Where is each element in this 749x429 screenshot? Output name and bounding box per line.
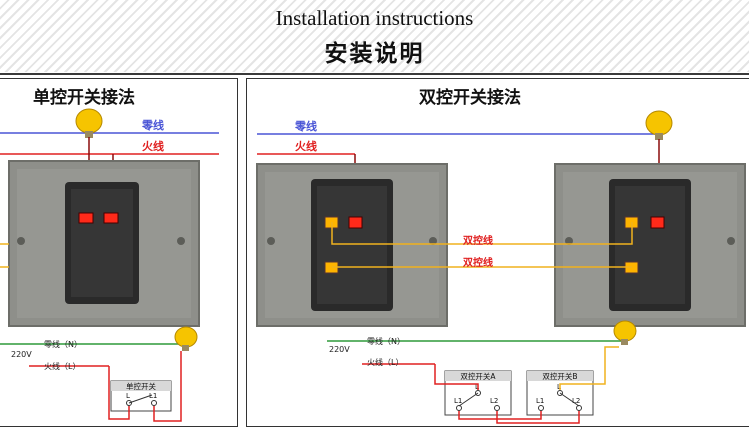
terminal-led-l1	[103, 212, 119, 224]
switch-b-led-l	[650, 216, 665, 229]
schematic-switch-a-name: 双控开关A	[460, 371, 496, 381]
single-control-panel: 单控开关接法 零线 火线 零线（N） 220V 火线（L）	[0, 78, 238, 427]
plate-b-screw-left	[565, 237, 573, 245]
schematic-live-to-switch	[108, 366, 130, 420]
switch-contact	[128, 394, 153, 404]
terminal-l1-label: L1	[149, 392, 157, 400]
schematic-traveler-l2	[496, 411, 580, 424]
switch-b-l1-label: L1	[536, 397, 544, 405]
switch-a-l-label: L	[475, 383, 479, 391]
schematic-switch-to-lamp	[153, 351, 182, 422]
title-english: Installation instructions	[275, 6, 474, 30]
schematic-traveler-l1	[458, 411, 542, 420]
header-divider	[0, 73, 749, 75]
traveler-label-2: 双控线	[463, 256, 493, 269]
schematic-switch-b-header	[527, 371, 593, 381]
terminal-l1	[151, 400, 157, 406]
switch-b-contact	[559, 392, 580, 407]
terminal-l-label: L	[126, 392, 130, 400]
bulb-icon	[645, 110, 673, 140]
title-chinese: 安装说明	[324, 41, 425, 67]
switch-b-terminal-l1	[538, 405, 544, 411]
neutral-label: 零线	[141, 118, 164, 132]
schematic-switch-name: 单控开关	[126, 381, 156, 391]
plate-a-screw-right	[429, 237, 437, 245]
switch-face	[71, 189, 133, 297]
bulb-icon	[75, 108, 103, 138]
switch-a-contact	[458, 392, 479, 407]
schematic-neutral-label: 零线（N）	[44, 339, 82, 349]
switch-a-led-l	[348, 216, 363, 229]
schematic-live-to-a	[434, 364, 479, 390]
traveler-label-1: 双控线	[463, 234, 493, 247]
switch-a-terminal-l1	[456, 405, 462, 411]
schematic-bulb-icon	[174, 326, 198, 351]
single-control-diagram: 零线 火线 零线（N） 220V 火线（L）	[0, 108, 219, 422]
double-control-panel: 双控开关接法 零线 火线	[246, 78, 749, 427]
schematic-switch-b-name: 双控开关B	[542, 371, 577, 381]
plate-screw-right	[177, 237, 185, 245]
double-control-title: 双控开关接法	[419, 88, 521, 108]
double-control-diagram: 零线 火线 双控线 双控线	[256, 110, 746, 424]
schematic-live-label: 火线（L）	[367, 357, 403, 367]
neutral-label: 零线	[294, 119, 317, 133]
switch-b-l2-label: L2	[572, 397, 580, 405]
schematic-voltage-label: 220V	[329, 345, 350, 354]
schematic-live-label: 火线（L）	[44, 361, 80, 371]
schematic-voltage-label: 220V	[11, 350, 32, 359]
plate-b-screw-right	[727, 237, 735, 245]
switch-b-terminal-l2	[576, 405, 582, 411]
plate-a-screw-left	[267, 237, 275, 245]
live-label: 火线	[295, 139, 317, 153]
header-banner: Installation instructions 安装说明	[0, 0, 749, 72]
switch-a-terminal-l2	[494, 405, 500, 411]
schematic-switch-header	[111, 381, 171, 391]
plate-screw-left	[17, 237, 25, 245]
switch-a-face	[317, 186, 387, 304]
traveler-wire-1	[331, 222, 633, 245]
switch-b-face	[615, 186, 685, 304]
switch-a-l2-label: L2	[490, 397, 498, 405]
schematic-switch-a-header	[445, 371, 511, 381]
switch-b-l-label: L	[557, 383, 561, 391]
schematic-b-to-lamp	[559, 346, 619, 390]
single-control-title: 单控开关接法	[33, 88, 135, 108]
terminal-led-l	[78, 212, 94, 224]
live-label: 火线	[142, 139, 164, 153]
schematic-bulb-icon	[613, 320, 637, 345]
switch-a-l1-label: L1	[454, 397, 462, 405]
schematic-neutral-label: 零线（N）	[367, 336, 405, 346]
